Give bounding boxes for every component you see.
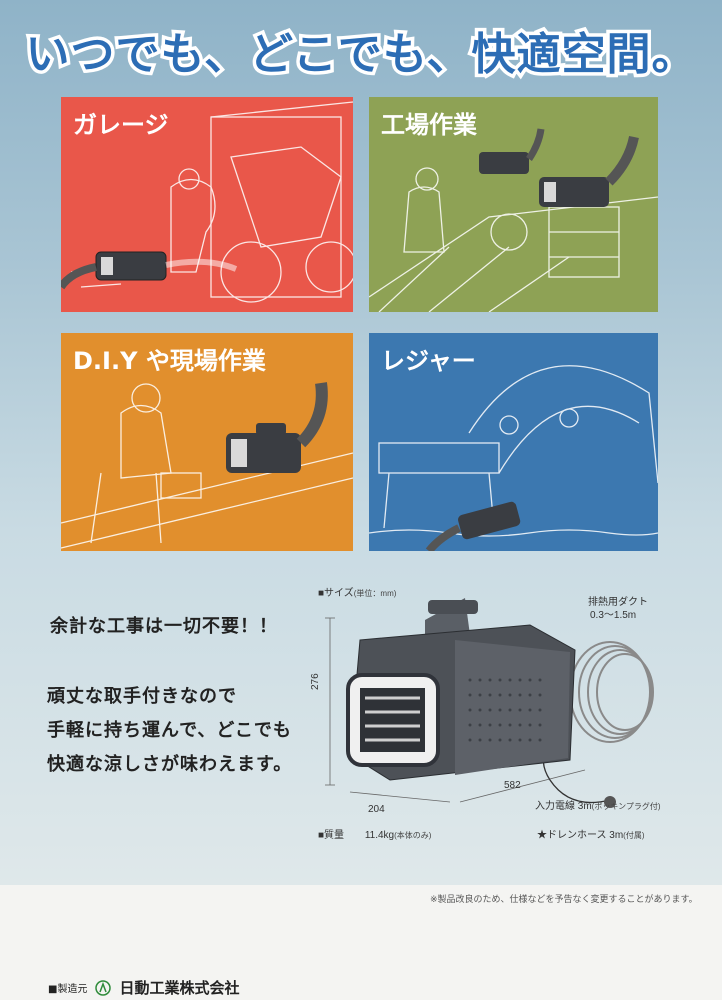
disclaimer: ※製品改良のため、仕様などを予告なく変更することがあります。	[430, 895, 698, 905]
product-diagram	[325, 598, 654, 808]
cooler-unit-icon	[479, 128, 639, 207]
cord-heading: 入力電線 3m(ポッキンプラグ付)	[535, 797, 661, 812]
company-name: 日動工業株式会社	[119, 979, 240, 997]
cord-label: 入力電線 3m	[535, 801, 592, 812]
duct-hose-icon	[569, 641, 654, 743]
leisure-illustration	[369, 365, 658, 551]
headline: いつでも、どこでも、快適空間。	[22, 26, 699, 84]
panel-leisure: レジャー	[369, 333, 658, 551]
weight-label: ■質量	[318, 830, 345, 841]
drain-note: (付属)	[623, 831, 645, 840]
garage-illustration	[61, 101, 353, 303]
panel-diy: D.I.Y や現場作業	[61, 333, 353, 551]
duct-length: 0.3〜1.5m	[590, 610, 637, 621]
panel-label: レジャー	[381, 347, 476, 375]
panel-garage: ガレージ	[61, 97, 353, 312]
duct-label: 排熱用ダクト	[588, 597, 648, 608]
size-label: ■サイズ	[318, 588, 354, 599]
depth-dimension: 582	[504, 780, 521, 791]
tagline: 余計な工事は一切不要！！	[50, 616, 278, 637]
manufacturer: ■製造元 日動工業株式会社	[48, 977, 239, 998]
weight-value: 11.4kg	[364, 830, 395, 841]
cooler-unit-icon	[61, 251, 238, 290]
size-unit: (単位：mm)	[353, 589, 397, 598]
cooler-unit-icon	[425, 501, 521, 551]
maker-label: ■製造元	[48, 984, 88, 995]
weight-heading: ■質量 11.4kg(本体のみ)	[318, 826, 431, 841]
width-dimension: 204	[368, 804, 385, 815]
description-line: 快適な涼しさが味わえます。	[47, 754, 293, 775]
description: 頑丈な取手付きなので 手軽に持ち運んで、どこでも 快適な涼しさが味わえます。	[47, 680, 307, 782]
size-heading: ■サイズ(単位：mm)	[318, 584, 396, 599]
description-line: 手軽に持ち運んで、どこでも	[47, 720, 292, 741]
drain-label: ★ドレンホース 3m	[537, 830, 624, 841]
cord-note: (ポッキンプラグ付)	[591, 802, 661, 811]
diy-illustration	[61, 382, 353, 549]
panel-label: 工場作業	[381, 111, 477, 139]
company-logo-icon	[95, 979, 112, 996]
cooler-body-icon	[346, 598, 576, 781]
height-dimension: 276	[310, 673, 321, 690]
weight-note: (本体のみ)	[394, 831, 432, 840]
panel-label: D.I.Y や現場作業	[73, 347, 266, 375]
panel-label: ガレージ	[73, 111, 169, 139]
drain-heading: ★ドレンホース 3m(付属)	[537, 826, 645, 841]
description-line: 頑丈な取手付きなので	[47, 686, 237, 707]
panel-factory: 工場作業	[369, 97, 658, 312]
factory-illustration	[369, 128, 658, 312]
cooler-unit-icon	[226, 382, 328, 473]
